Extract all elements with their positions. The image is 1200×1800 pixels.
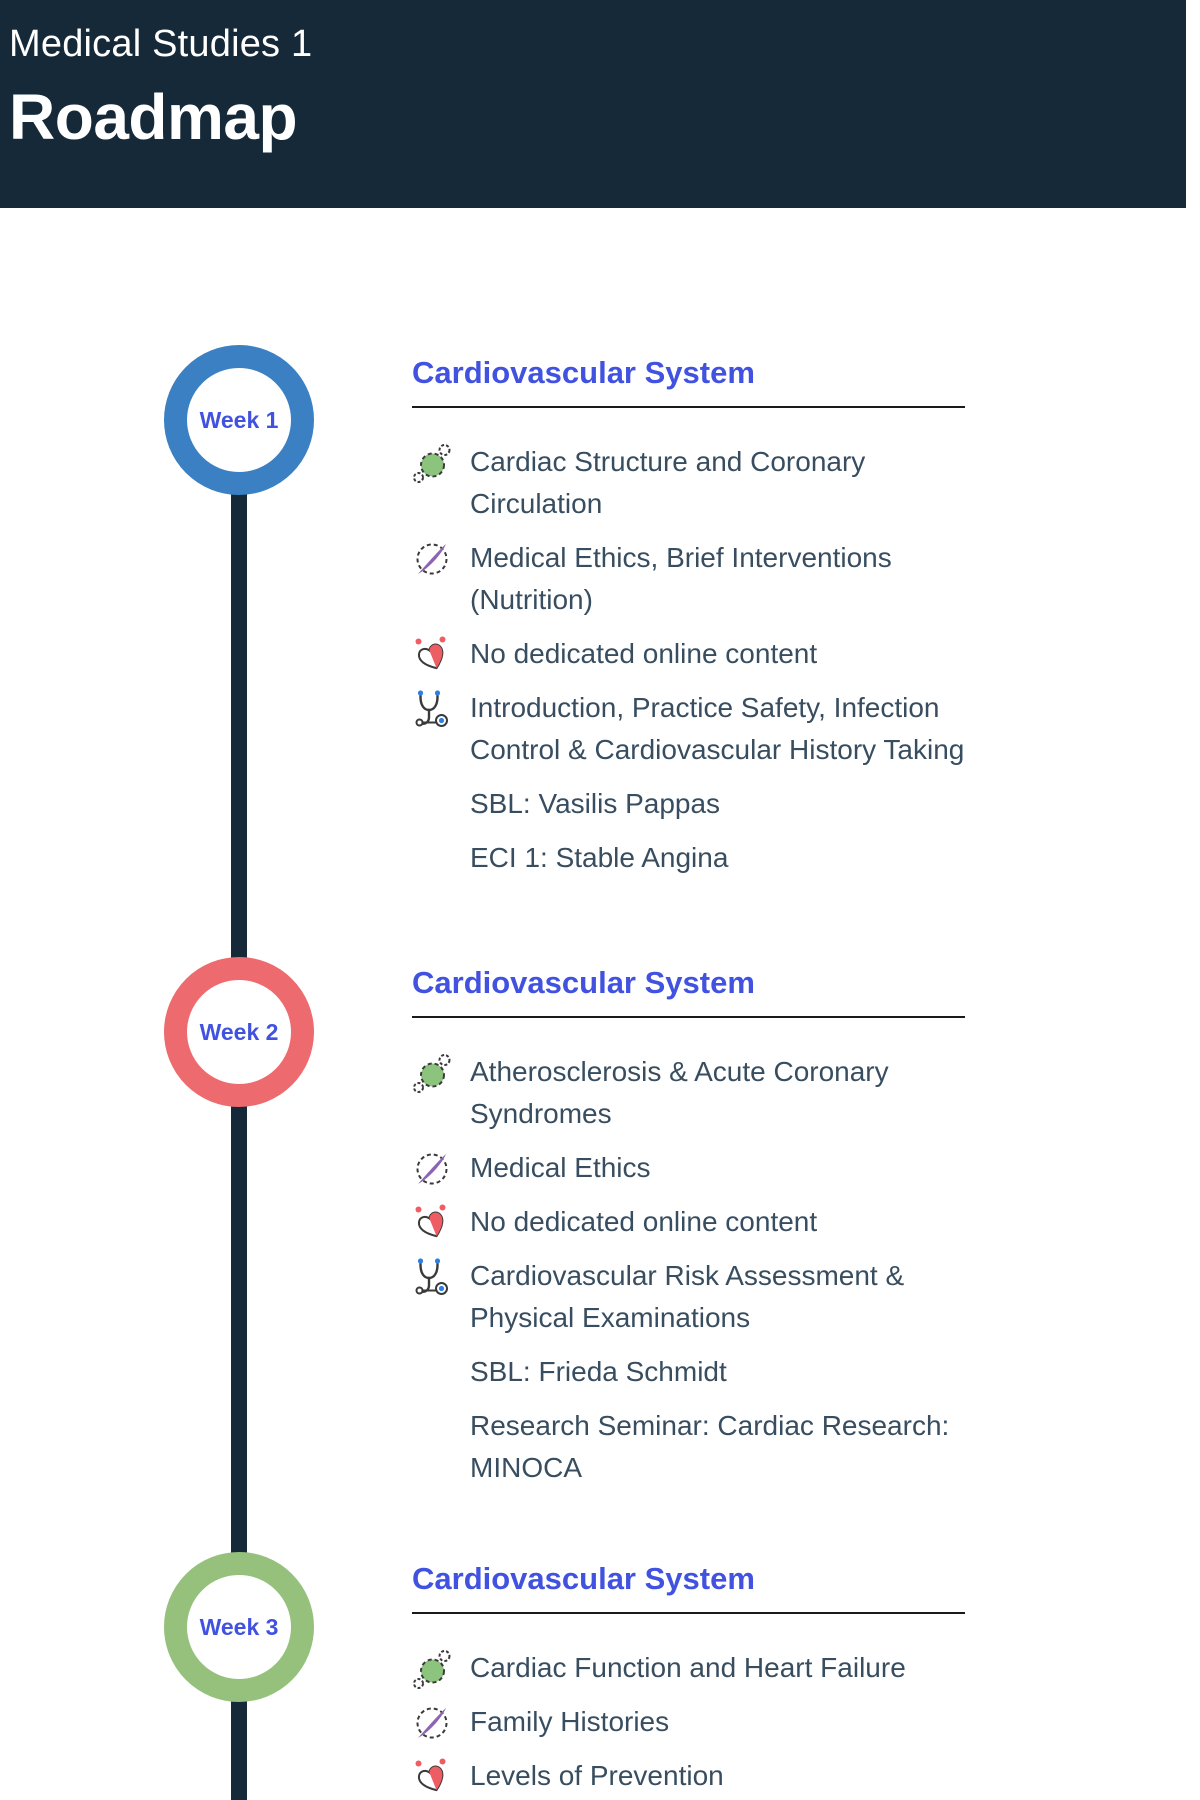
section-divider: [412, 406, 965, 408]
week-section-2: Cardiovascular System Atherosclerosis & …: [412, 962, 965, 1501]
list-item: Levels of Prevention: [412, 1755, 965, 1797]
list-item: No dedicated online content: [412, 1201, 965, 1243]
page-title: Roadmap: [9, 80, 298, 153]
week-section-1: Cardiovascular System Cardiac Structure …: [412, 352, 965, 891]
compass-icon: [412, 1703, 452, 1743]
week-label: Week 3: [199, 1613, 279, 1640]
list-item: Medical Ethics, Brief Interventions (Nut…: [412, 537, 965, 621]
heart-icon: [412, 1757, 452, 1797]
week-items: Cardiac Structure and Coronary Circulati…: [412, 441, 965, 879]
list-item: SBL: Vasilis Pappas: [412, 783, 965, 825]
week-label: Week 1: [199, 406, 279, 433]
list-item: No dedicated online content: [412, 633, 965, 675]
molecule-icon: [412, 443, 452, 483]
week-section-3: Cardiovascular System Cardiac Function a…: [412, 1558, 965, 1800]
week-milestone-2: Week 2: [164, 957, 314, 1107]
list-item: Cardiac Function and Heart Failure: [412, 1647, 965, 1689]
section-title: Cardiovascular System: [412, 1561, 755, 1596]
stethoscope-icon: [412, 689, 452, 729]
list-item: SBL: Frieda Schmidt: [412, 1351, 965, 1393]
icon-spacer: [412, 839, 452, 879]
week-items: Cardiac Function and Heart Failure Famil…: [412, 1647, 965, 1797]
week-label: Week 2: [199, 1018, 279, 1045]
week-milestone-3: Week 3: [164, 1552, 314, 1702]
week-milestone-1: Week 1: [164, 345, 314, 495]
course-name: Medical Studies 1: [9, 23, 313, 65]
list-item: Cardiac Structure and Coronary Circulati…: [412, 441, 965, 525]
icon-spacer: [412, 785, 452, 825]
list-item: Research Seminar: Cardiac Research: MINO…: [412, 1405, 965, 1489]
section-title: Cardiovascular System: [412, 355, 755, 390]
compass-icon: [412, 539, 452, 579]
section-title: Cardiovascular System: [412, 965, 755, 1000]
stethoscope-icon: [412, 1257, 452, 1297]
heart-icon: [412, 1203, 452, 1243]
list-item: Cardiovascular Risk Assessment & Physica…: [412, 1255, 965, 1339]
icon-spacer: [412, 1407, 452, 1447]
section-divider: [412, 1016, 965, 1018]
molecule-icon: [412, 1649, 452, 1689]
week-items: Atherosclerosis & Acute Coronary Syndrom…: [412, 1051, 965, 1489]
section-divider: [412, 1612, 965, 1614]
icon-spacer: [412, 1353, 452, 1393]
timeline-line: [231, 420, 247, 1800]
list-item: Family Histories: [412, 1701, 965, 1743]
list-item: Introduction, Practice Safety, Infection…: [412, 687, 965, 771]
heart-icon: [412, 635, 452, 675]
list-item: Atherosclerosis & Acute Coronary Syndrom…: [412, 1051, 965, 1135]
list-item: ECI 1: Stable Angina: [412, 837, 965, 879]
compass-icon: [412, 1149, 452, 1189]
page-header: Medical Studies 1 Roadmap: [0, 0, 1186, 208]
molecule-icon: [412, 1053, 452, 1093]
list-item: Medical Ethics: [412, 1147, 965, 1189]
